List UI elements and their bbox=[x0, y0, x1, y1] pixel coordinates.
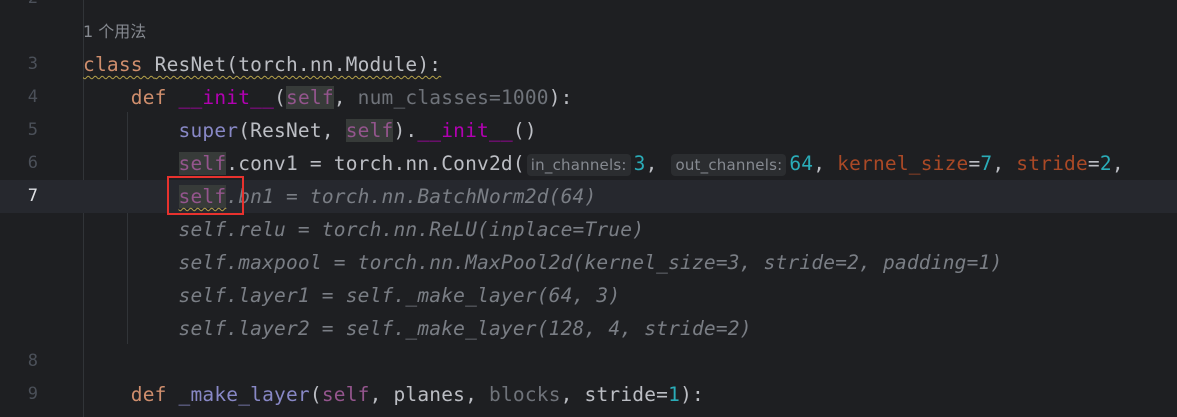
code-token bbox=[83, 251, 179, 274]
inlay-hint: in_channels: bbox=[526, 154, 631, 176]
code-line[interactable]: 3 class ResNet(torch.nn.Module): bbox=[0, 48, 1177, 81]
code-token: ): bbox=[680, 383, 704, 406]
code-text: self.layer2 = self._make_layer(128, 4, s… bbox=[83, 312, 752, 345]
code-token: 7 bbox=[980, 152, 993, 175]
code-line[interactable]: self.maxpool = torch.nn.MaxPool2d(kernel… bbox=[0, 246, 1177, 279]
line-number: 3 bbox=[27, 54, 38, 74]
code-token: , bbox=[1111, 152, 1124, 175]
code-token: num_classes=1000 bbox=[357, 86, 549, 109]
code-token: self bbox=[321, 383, 370, 406]
code-line[interactable]: 4 def __init__(self, num_classes=1000): bbox=[0, 81, 1177, 114]
code-line[interactable]: 6 self.conv1 = torch.nn.Conv2d(in_channe… bbox=[0, 147, 1177, 180]
code-token: .bn1 = torch.nn.BatchNorm2d(64) bbox=[226, 185, 597, 208]
code-token: self.layer1 = self._make_layer(64, 3) bbox=[178, 284, 621, 307]
code-token: , bbox=[992, 152, 1017, 175]
code-text: def _make_layer(self, planes, blocks, st… bbox=[83, 378, 704, 411]
code-line[interactable]: self.layer1 = self._make_layer(64, 3) bbox=[0, 279, 1177, 312]
code-token: self.relu = torch.nn.ReLU(inplace=True) bbox=[178, 218, 645, 241]
code-token: self bbox=[286, 86, 334, 109]
code-token: self bbox=[345, 119, 394, 142]
code-text: super(ResNet, self).__init__() bbox=[83, 114, 537, 147]
code-token: ): bbox=[548, 86, 573, 109]
code-line[interactable]: 1 个用法 bbox=[0, 15, 1177, 48]
code-token: () bbox=[512, 119, 537, 142]
code-token: self.layer2 = self._make_layer(128, 4, s… bbox=[178, 317, 752, 340]
code-token: , bbox=[813, 152, 838, 175]
code-token: kernel_size bbox=[837, 152, 969, 175]
code-text: class ResNet(torch.nn.Module): bbox=[83, 48, 441, 81]
code-token: stride bbox=[1016, 152, 1088, 175]
code-token bbox=[83, 284, 179, 307]
line-number: 8 bbox=[27, 351, 38, 371]
line-number: 4 bbox=[27, 87, 38, 107]
code-token bbox=[83, 119, 179, 142]
code-text: self.bn1 = torch.nn.BatchNorm2d(64) bbox=[83, 180, 596, 213]
code-token: __init__ bbox=[178, 86, 275, 109]
code-token: _make_layer bbox=[178, 383, 310, 406]
usage-hint[interactable]: 1 个用法 bbox=[83, 22, 147, 41]
code-line[interactable]: self.relu = torch.nn.ReLU(inplace=True) bbox=[0, 213, 1177, 246]
indent-guide bbox=[127, 112, 128, 344]
code-token bbox=[83, 185, 179, 208]
line-number: 9 bbox=[27, 384, 38, 404]
line-number: 2 bbox=[0, 0, 38, 15]
code-text: self.relu = torch.nn.ReLU(inplace=True) bbox=[83, 213, 644, 246]
code-token: , stride= bbox=[560, 383, 669, 406]
code-text: self.layer1 = self._make_layer(64, 3) bbox=[83, 279, 621, 312]
code-token: 64 bbox=[789, 152, 814, 175]
code-token: , bbox=[645, 152, 670, 175]
code-line[interactable]: 5 super(ResNet, self).__init__() bbox=[0, 114, 1177, 147]
code-token: ResNet(torch.nn.Module): bbox=[154, 53, 442, 76]
code-token: blocks bbox=[489, 383, 561, 406]
code-token: , planes, bbox=[369, 383, 489, 406]
code-token bbox=[83, 152, 179, 175]
code-token: self bbox=[178, 152, 227, 175]
code-line[interactable]: 8 bbox=[0, 345, 1177, 378]
inlay-hint: out_channels: bbox=[671, 154, 787, 176]
code-text: self.maxpool = torch.nn.MaxPool2d(kernel… bbox=[83, 246, 1003, 279]
code-line[interactable]: 7 self.bn1 = torch.nn.BatchNorm2d(64) bbox=[0, 180, 1177, 213]
line-number: 6 bbox=[27, 153, 38, 173]
code-line[interactable]: 2 bbox=[0, 0, 1177, 15]
code-token: class bbox=[83, 53, 155, 76]
code-token: = bbox=[1087, 152, 1100, 175]
code-line[interactable]: 9 def _make_layer(self, planes, blocks, … bbox=[0, 378, 1177, 411]
code-token: __init__ bbox=[417, 119, 513, 142]
code-token: (ResNet, bbox=[238, 119, 346, 142]
code-token: self bbox=[178, 185, 227, 208]
code-token: 3 bbox=[633, 152, 646, 175]
code-token: ). bbox=[393, 119, 418, 142]
code-token: 2 bbox=[1099, 152, 1112, 175]
code-token: def bbox=[130, 86, 179, 109]
code-token bbox=[83, 317, 179, 340]
line-number: 5 bbox=[27, 120, 38, 140]
code-token: self.maxpool = torch.nn.MaxPool2d(kernel… bbox=[178, 251, 1003, 274]
code-token: ( bbox=[274, 86, 287, 109]
line-number: 7 bbox=[27, 186, 38, 206]
highlight-box bbox=[167, 176, 244, 215]
code-token: ( bbox=[309, 383, 322, 406]
code-token: .conv1 = torch.nn.Conv2d( bbox=[226, 152, 525, 175]
code-token bbox=[83, 86, 131, 109]
code-line[interactable]: self.layer2 = self._make_layer(128, 4, s… bbox=[0, 312, 1177, 345]
code-token bbox=[83, 383, 131, 406]
code-token bbox=[83, 218, 179, 241]
code-token: 1 bbox=[668, 383, 681, 406]
code-token: def bbox=[130, 383, 179, 406]
code-text: def __init__(self, num_classes=1000): bbox=[83, 81, 573, 114]
code-token: super bbox=[178, 119, 239, 142]
code-token: = bbox=[968, 152, 981, 175]
code-token: , bbox=[333, 86, 358, 109]
code-text: self.conv1 = torch.nn.Conv2d(in_channels… bbox=[83, 147, 1124, 182]
